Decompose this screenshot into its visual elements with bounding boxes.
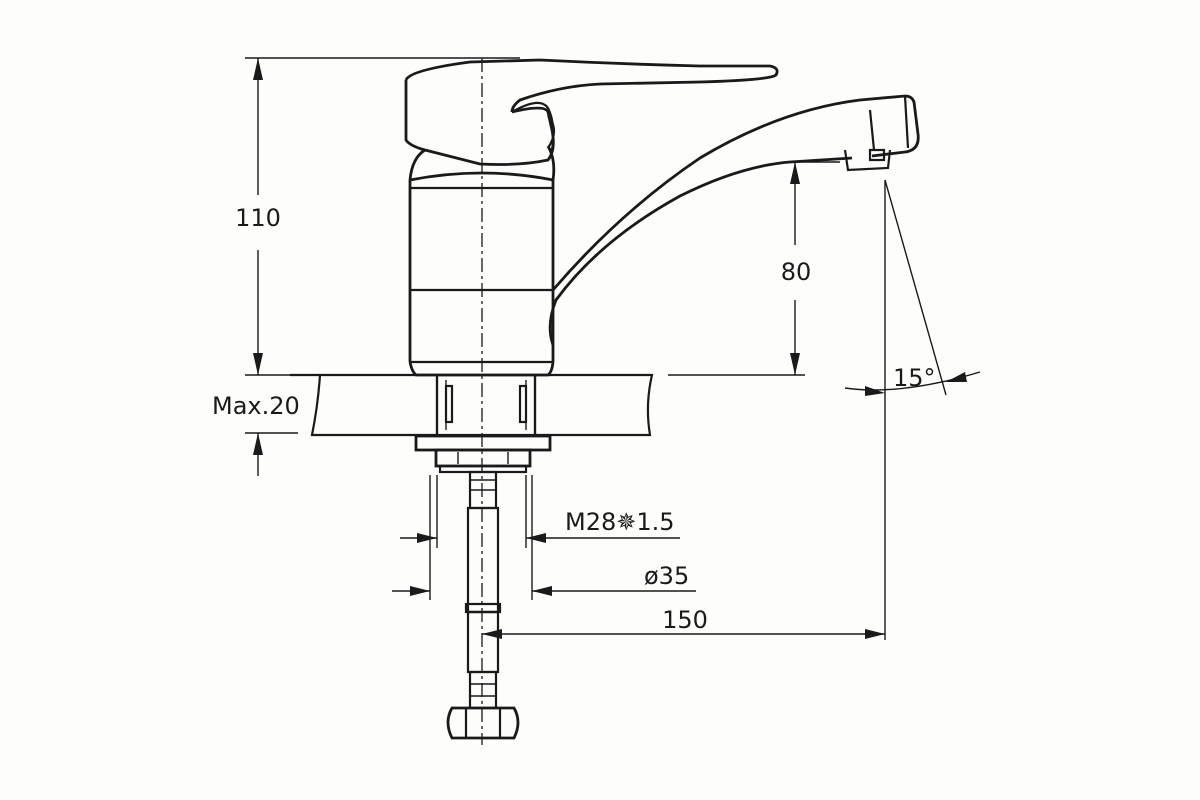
dimension-height-total: 110 [235, 57, 520, 376]
lever-handle [404, 58, 779, 166]
flexible-hose [446, 470, 520, 740]
dimension-label-max20: Max.20 [212, 392, 300, 420]
dimension-angle: 15° [844, 179, 981, 640]
dimension-label-d35: ø35 [644, 562, 689, 590]
dimension-spout-height: 80 [668, 161, 840, 376]
dimension-label-80: 80 [781, 258, 812, 286]
dimension-label-110: 110 [235, 204, 281, 232]
spout [548, 94, 920, 346]
dimension-diameter: ø35 [392, 475, 696, 600]
mounting-assembly [414, 373, 552, 474]
dimension-thread: M28✵1.5 [400, 475, 680, 548]
dimension-reach: 150 [482, 606, 885, 639]
dimension-label-15deg: 15° [893, 364, 936, 392]
countertop-section [290, 373, 654, 437]
dimension-label-m28: M28✵1.5 [565, 508, 675, 536]
dimension-max-thickness: Max.20 [212, 392, 300, 476]
dimension-label-150: 150 [662, 606, 708, 634]
